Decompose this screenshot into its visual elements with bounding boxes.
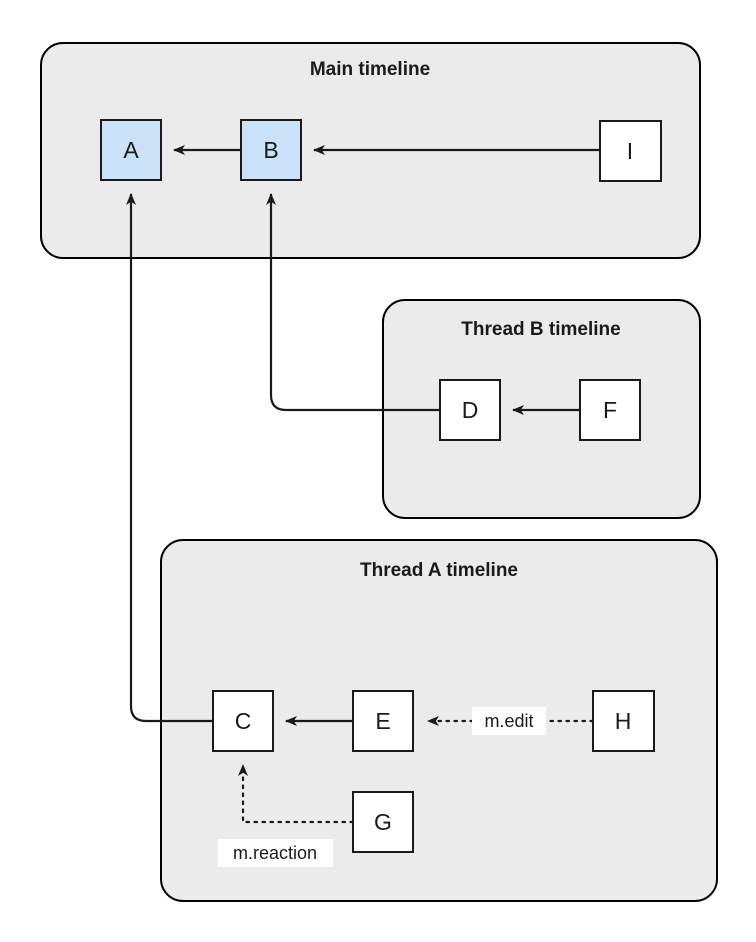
edge-c-to-a: [126, 193, 213, 723]
node-b-label: B: [263, 137, 278, 163]
node-c[interactable]: C: [212, 690, 274, 752]
edge-label-m-reaction: m.reaction: [218, 839, 333, 867]
node-h-label: H: [615, 708, 632, 734]
node-g-label: G: [374, 809, 392, 835]
node-c-label: C: [235, 708, 252, 734]
edge-label-m-edit: m.edit: [472, 707, 546, 735]
node-f-label: F: [603, 397, 617, 423]
node-d[interactable]: D: [439, 379, 501, 441]
edge-label-m-reaction-background: [218, 839, 333, 867]
node-d-box[interactable]: [439, 379, 501, 441]
node-g-box[interactable]: [352, 791, 414, 853]
node-a-label: A: [123, 137, 139, 163]
node-e-box[interactable]: [352, 690, 414, 752]
edge-label-m-edit-text: m.edit: [484, 711, 533, 731]
edge-d-to-b: [266, 193, 440, 412]
node-b[interactable]: B: [240, 119, 302, 181]
edge-label-m-edit-background: [472, 707, 546, 735]
edge-label-m-reaction-text: m.reaction: [233, 843, 317, 863]
node-e[interactable]: E: [352, 690, 414, 752]
node-h[interactable]: H: [592, 690, 655, 752]
node-e-label: E: [375, 708, 390, 734]
node-c-box[interactable]: [212, 690, 274, 752]
group-thread-a-timeline-title: Thread A timeline: [360, 560, 518, 581]
node-i[interactable]: I: [599, 120, 662, 182]
node-d-label: D: [462, 397, 479, 423]
node-h-box[interactable]: [592, 690, 655, 752]
group-main-timeline-title: Main timeline: [310, 59, 430, 80]
node-f-box[interactable]: [579, 379, 641, 441]
node-g[interactable]: G: [352, 791, 414, 853]
node-i-label: I: [627, 138, 633, 164]
node-a-box[interactable]: [100, 119, 162, 181]
node-b-box[interactable]: [240, 119, 302, 181]
node-f[interactable]: F: [579, 379, 641, 441]
node-i-box[interactable]: [599, 120, 662, 182]
group-thread-b-timeline-title: Thread B timeline: [461, 319, 620, 340]
node-a[interactable]: A: [100, 119, 162, 181]
